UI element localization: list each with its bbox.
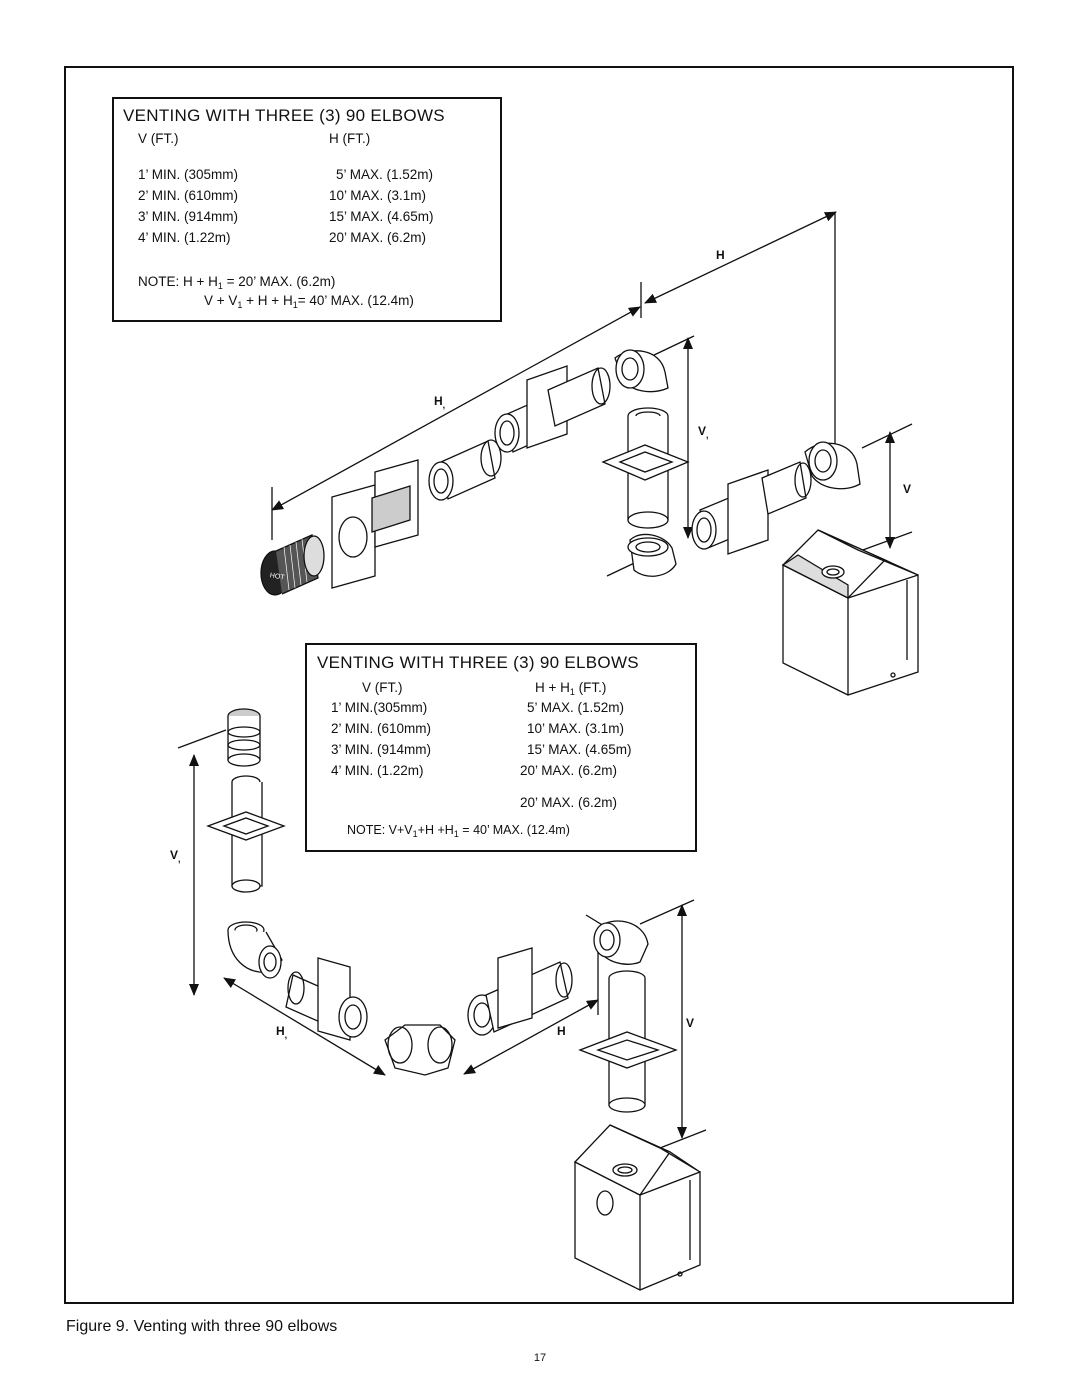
figure-caption: Figure 9. Venting with three 90 elbows xyxy=(66,1318,338,1335)
figure-frame xyxy=(64,66,1014,1304)
top-col-v-header: V (FT.) xyxy=(138,131,179,146)
top-row-v: 3’ MIN. (914mm) xyxy=(138,209,239,224)
bottom-row-h: 10’ MAX. (3.1m) xyxy=(527,721,625,736)
top-note-2: V + V1 + H + H1= 40’ MAX. (12.4m) xyxy=(204,293,414,310)
top-row-v: 2’ MIN. (610mm) xyxy=(138,188,239,203)
top-row-h: 15’ MAX. (4.65m) xyxy=(329,209,434,224)
fireplace-unit-top xyxy=(781,529,919,696)
elbow-right xyxy=(804,441,861,490)
top-row-h: 20’ MAX. (6.2m) xyxy=(329,230,427,245)
bottom-row-v: 3’ MIN. (914mm) xyxy=(331,742,432,757)
top-note-1: NOTE: H + H1 = 20’ MAX. (6.2m) xyxy=(138,274,336,291)
bottom-v1-dimension xyxy=(177,729,227,996)
vertical-termination-cap xyxy=(227,708,261,767)
termination-cap xyxy=(260,534,325,596)
pipe-lower-left xyxy=(285,957,368,1041)
label-bottom-v: V xyxy=(686,1016,695,1030)
top-h1-dimension xyxy=(271,306,641,540)
top-col-h-header: H (FT.) xyxy=(329,131,371,146)
vertical-pipe-left xyxy=(206,775,286,893)
label-top-h: H xyxy=(716,248,725,262)
bottom-venting-table: VENTING WITH THREE (3) 90 ELBOWS V (FT.)… xyxy=(305,643,697,852)
top-row-v: 1’ MIN. (305mm) xyxy=(138,167,239,182)
elbow-lower-right xyxy=(593,920,649,965)
bottom-row-v: 4’ MIN. (1.22m) xyxy=(331,763,424,778)
top-row-v: 4’ MIN. (1.22m) xyxy=(138,230,231,245)
page-number: 17 xyxy=(533,1352,547,1364)
fireplace-unit-bottom xyxy=(573,1124,701,1291)
horizontal-pipe-right xyxy=(691,461,812,555)
top-table-title: VENTING WITH THREE (3) 90 ELBOWS xyxy=(123,106,445,125)
bottom-h1-dimension xyxy=(223,977,386,1076)
top-v1-dimension xyxy=(651,335,695,539)
vertical-pipe-top xyxy=(601,407,690,529)
label-top-v1: V, xyxy=(698,424,709,440)
bottom-row-h: 15’ MAX. (4.65m) xyxy=(527,742,632,757)
bottom-table-title: VENTING WITH THREE (3) 90 ELBOWS xyxy=(317,653,639,672)
cap-hot-label: HOT xyxy=(269,572,285,582)
elbow-bottom xyxy=(627,533,677,577)
label-bottom-v1: V, xyxy=(170,848,181,864)
label-top-v: V xyxy=(903,482,912,496)
bottom-extra-max: 20’ MAX. (6.2m) xyxy=(520,795,618,810)
pipe-section-1 xyxy=(428,439,502,501)
label-bottom-h1: H, xyxy=(276,1024,288,1040)
top-venting-table: VENTING WITH THREE (3) 90 ELBOWS V (FT.)… xyxy=(112,97,502,322)
bottom-row-h: 20’ MAX. (6.2m) xyxy=(520,763,618,778)
bottom-v-dimension xyxy=(639,899,707,1149)
elbow-top xyxy=(614,349,669,393)
bottom-row-v: 1’ MIN.(305mm) xyxy=(331,700,428,715)
label-bottom-h: H xyxy=(557,1024,566,1038)
elbow-lower-left xyxy=(227,921,283,979)
vertical-pipe-right xyxy=(578,970,678,1113)
pipe-section-2 xyxy=(494,365,611,453)
top-row-h: 5’ MAX. (1.52m) xyxy=(336,167,434,182)
bottom-row-h: 5’ MAX. (1.52m) xyxy=(527,700,625,715)
pipe-lower-right xyxy=(467,947,573,1036)
bottom-col-h-header: H + H1 (FT.) xyxy=(535,680,607,697)
bottom-col-v-header: V (FT.) xyxy=(362,680,403,695)
bottom-row-v: 2’ MIN. (610mm) xyxy=(331,721,432,736)
top-row-h: 10’ MAX. (3.1m) xyxy=(329,188,427,203)
tee-fitting xyxy=(384,1024,456,1076)
bottom-note: NOTE: V+V1+H +H1 = 40’ MAX. (12.4m) xyxy=(347,823,570,839)
label-top-h1: H, xyxy=(434,394,446,410)
top-h-dimension xyxy=(640,211,837,448)
wall-thimble-plate xyxy=(331,459,419,589)
